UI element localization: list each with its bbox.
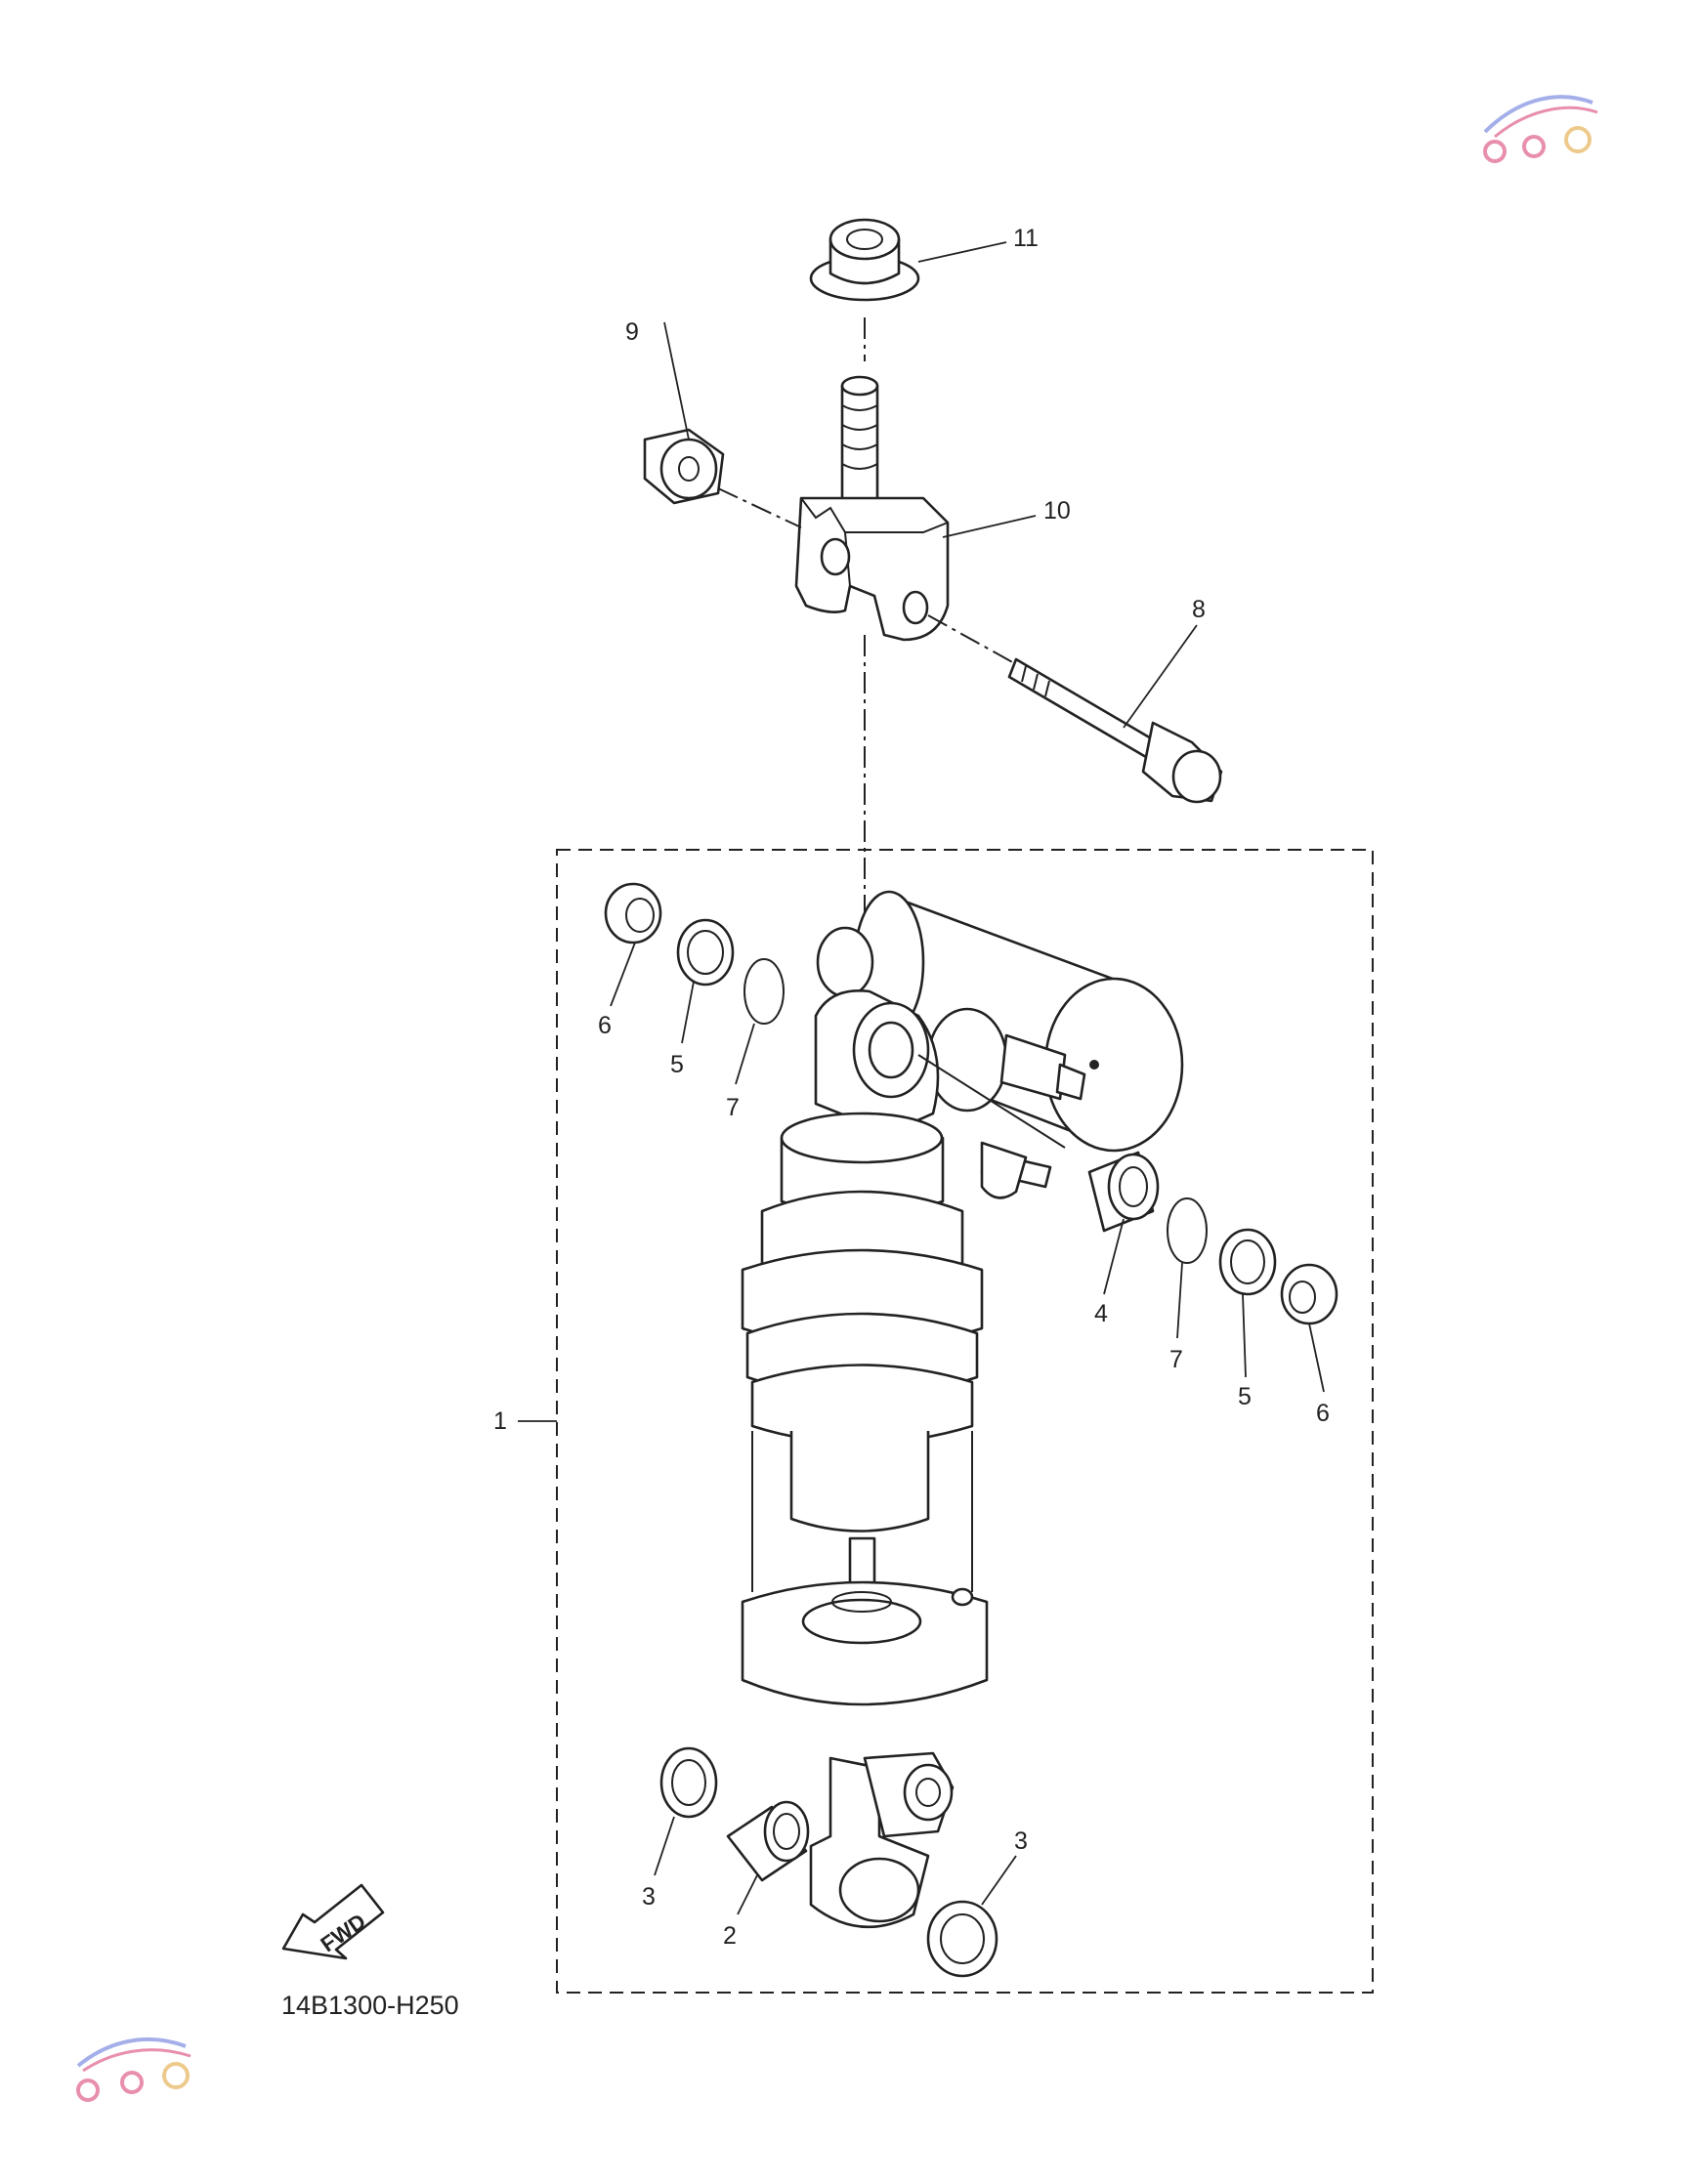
callout-5-upper: 5 [670, 1051, 684, 1078]
part-2-needle-bearing [726, 1800, 810, 1882]
shock-upper-eye [814, 989, 1066, 1149]
callout-10: 10 [1043, 497, 1071, 525]
callout-9: 9 [625, 318, 639, 346]
callout-11: 11 [1013, 225, 1039, 252]
callout-2: 2 [723, 1922, 737, 1950]
callout-3-right: 3 [1014, 1827, 1028, 1855]
part-5-seal-right [1218, 1228, 1277, 1296]
part-10-upper-bracket [794, 375, 950, 642]
part-8-bolt [1007, 657, 1223, 804]
callout-3-left: 3 [642, 1883, 656, 1911]
callout-4: 4 [1094, 1300, 1108, 1327]
part-3-seal-lower-left [659, 1746, 718, 1819]
callout-7-upper: 7 [726, 1094, 740, 1121]
watermark-logo-icon [76, 2037, 191, 2102]
part-6-collar-upper-left [604, 882, 662, 945]
shock-body-spring [741, 1112, 989, 1706]
callout-5-right: 5 [1238, 1383, 1252, 1410]
part-7-circlip-right [1167, 1197, 1208, 1264]
shock-lower-clevis [809, 1751, 955, 1929]
part-3-seal-lower-right [926, 1900, 998, 1978]
part-6-collar-right [1280, 1263, 1338, 1325]
leader-lines [518, 241, 1325, 1915]
part-5-seal-upper-left [676, 918, 735, 987]
callout-6-right: 6 [1316, 1400, 1330, 1427]
diagram-code: 14B1300-H250 [281, 1991, 459, 2020]
watermark-logo-icon [1483, 95, 1598, 163]
callout-8: 8 [1192, 596, 1206, 623]
callout-6-upper: 6 [598, 1012, 612, 1039]
assembly-boundary [556, 849, 1374, 1994]
fwd-arrow-icon: FWD [281, 1883, 385, 1960]
callout-1: 1 [493, 1407, 507, 1435]
callout-labels: 11 9 10 8 6 5 7 4 7 5 6 1 3 2 3 [493, 225, 1330, 1950]
callout-7-right: 7 [1169, 1346, 1183, 1373]
part-9-nut [643, 428, 725, 505]
part-7-circlip-upper-left [743, 958, 785, 1025]
part-11-flange-nut [809, 218, 920, 302]
part-4-bearing [1087, 1151, 1160, 1233]
